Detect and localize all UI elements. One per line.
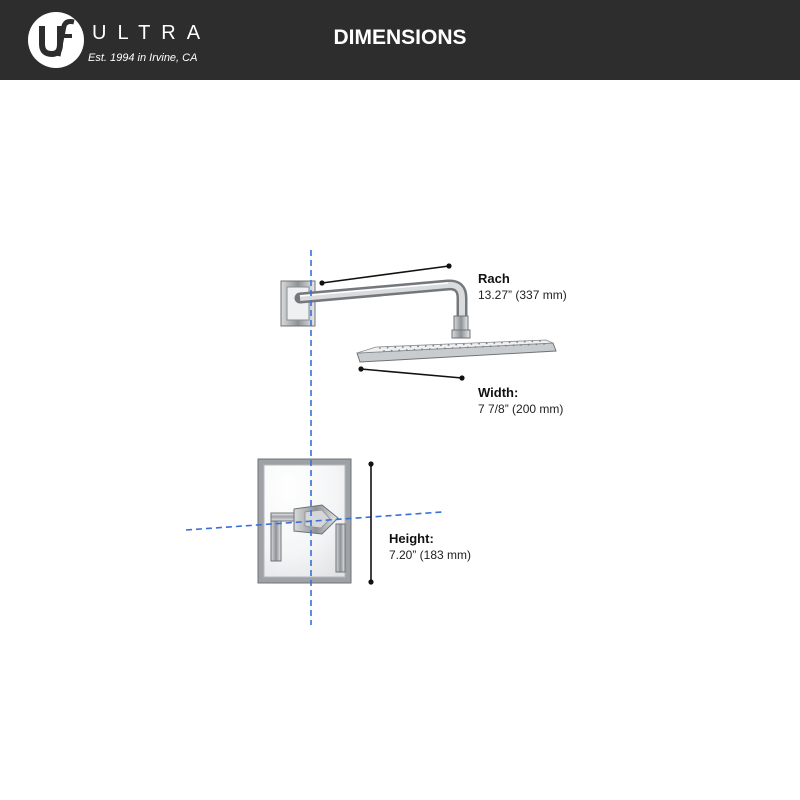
- page-title: DIMENSIONS: [333, 26, 467, 49]
- width-label: Width:: [478, 385, 519, 400]
- height-value: 7.20” (183 mm): [389, 548, 472, 562]
- reach-dimension-line: [319, 263, 452, 286]
- height-label: Height:: [389, 531, 434, 546]
- brand-tagline: Est. 1994 in Irvine, CA: [88, 52, 198, 64]
- reach-value: 13.27” (337 mm): [478, 288, 567, 302]
- ultra-logo-icon: [28, 12, 84, 68]
- width-value: 7 7/8” (200 mm): [478, 402, 564, 416]
- shower-arm: [294, 279, 471, 339]
- reach-label: Rach: [478, 271, 510, 286]
- wall-flange: [280, 280, 316, 327]
- brand-name: ULTRA: [92, 22, 212, 44]
- height-dimension-line: [368, 461, 374, 585]
- width-dimension-line: [358, 366, 465, 381]
- header-bar: ULTRA Est. 1994 in Irvine, CA DIMENSIONS: [0, 0, 800, 80]
- rain-shower-head: [356, 339, 557, 363]
- dimension-diagram: [185, 250, 557, 625]
- horizontal-center-guide: [185, 511, 443, 531]
